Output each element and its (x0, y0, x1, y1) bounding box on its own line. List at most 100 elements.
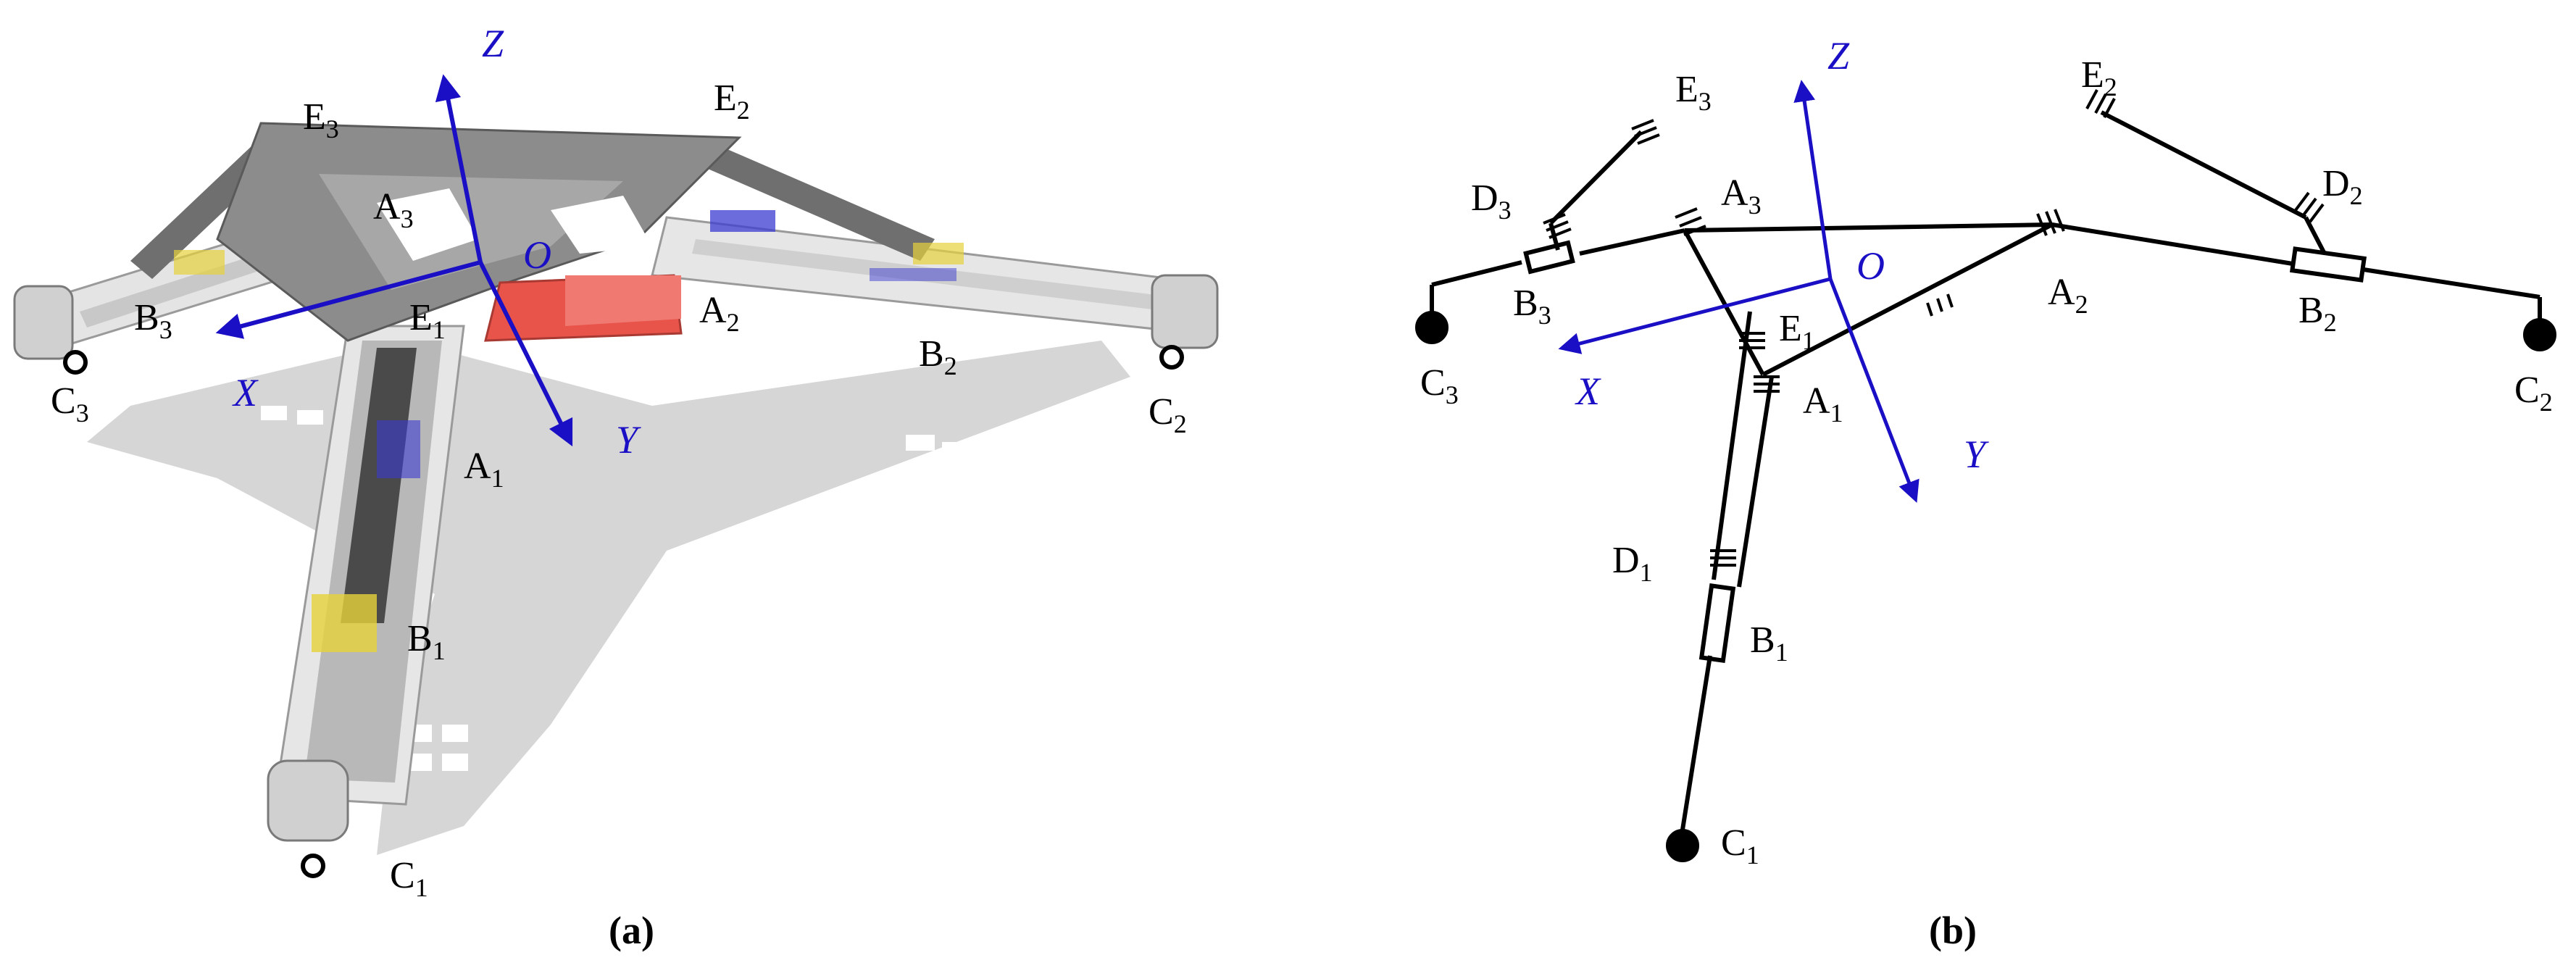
panel-a-label-a2: A2 (699, 290, 740, 337)
prismatic-b3 (1523, 240, 1575, 275)
panel-b-label-a2-base: A (2048, 272, 2075, 313)
panel-a-label-c3-sub: 3 (76, 399, 89, 427)
axis-z-label-b: Z (1827, 34, 1850, 78)
axis-x-label-b: X (1575, 370, 1601, 413)
panel-b-label-b1: B1 (1750, 620, 1788, 667)
link-a3-b3 (1579, 228, 1685, 256)
panel-a-label-c2: C2 (1149, 391, 1187, 438)
panel-a-label-b2-base: B (919, 333, 944, 375)
panel-a-label-a2-sub: 2 (727, 308, 740, 337)
panel-b-label-d2-base: D (2322, 163, 2350, 204)
link-a3-a1 (1683, 229, 1765, 376)
panel-b-label-a3-sub: 3 (1748, 191, 1762, 220)
link-a1-a2 (1762, 222, 2054, 377)
panel-a-label-b3-sub: 3 (159, 315, 172, 344)
axis-z-arrow (435, 74, 483, 263)
panel-a-label-c1: C1 (390, 855, 428, 902)
panel-a-label-a1-sub: 1 (491, 464, 504, 493)
joint-c3-dot (1415, 311, 1449, 344)
panel-b-label-c3: C3 (1420, 362, 1459, 409)
panel-b-label-d1: D1 (1612, 540, 1653, 587)
panel-a-label-a3-base: A (373, 186, 401, 228)
panel-a-label-c1-base: C (390, 855, 415, 896)
arm-1 (267, 325, 465, 842)
hatch-d1 (1710, 549, 1736, 567)
panel-b-label-e3: E3 (1675, 69, 1712, 116)
hatch-a1 (1754, 375, 1780, 393)
joint-c1-dot (1666, 829, 1699, 862)
link-b2-c2 (2363, 267, 2540, 299)
panel-b-label-d3-base: D (1471, 178, 1499, 219)
panel-a-label-e3-base: E (303, 96, 326, 138)
panel-b-label-c3-base: C (1420, 362, 1446, 404)
panel-b-label-b2-sub: 2 (2324, 308, 2337, 337)
prismatic-b1 (1698, 583, 1736, 663)
panel-a-label-e2-base: E (714, 78, 737, 119)
axis-x-arrow (215, 260, 481, 339)
joint-c2-dot (2523, 318, 2556, 351)
panel-b-label-e3-base: E (1675, 69, 1698, 110)
panel-a-label-e2-sub: 2 (737, 96, 750, 125)
panel-b-label-b2-base: B (2298, 290, 2324, 331)
panel-b-label-e2-sub: 2 (2104, 72, 2117, 101)
panel-b-label-d1-sub: 1 (1640, 558, 1653, 587)
panel-b-label-e1-base: E (1779, 308, 1802, 349)
link-b3-c3 (1431, 260, 1522, 287)
panel-b (1415, 80, 2556, 862)
hatch-a3 (1675, 207, 1706, 236)
panel-b-label-c3-sub: 3 (1446, 380, 1459, 409)
origin-label-b: O (1856, 244, 1885, 288)
panel-a-label-c2-base: C (1149, 391, 1174, 433)
panel-b-label-b1-base: B (1750, 620, 1775, 661)
panel-b-label-d3: D3 (1471, 178, 1512, 225)
panel-a-label-b1-sub: 1 (433, 636, 446, 665)
joint-c2-marker (1159, 345, 1184, 370)
axis-x-label: X (232, 371, 259, 414)
hatch-d2 (2294, 191, 2325, 223)
panel-b-label-a1-sub: 1 (1830, 399, 1843, 427)
link-a3-a2 (1684, 222, 2053, 233)
panel-b-label-a1: A1 (1803, 380, 1843, 427)
panel-a-label-e3: E3 (303, 96, 339, 143)
panel-b-label-d2-sub: 2 (2350, 181, 2363, 210)
panel-b-label-c1-base: C (1721, 822, 1746, 864)
panel-b-label-a3: A3 (1721, 172, 1762, 220)
axis-z-arrow-b (1793, 80, 1833, 280)
panel-a-label-e3-sub: 3 (326, 114, 339, 143)
hatch-a2 (2036, 209, 2065, 236)
panel-b-label-b1-sub: 1 (1775, 638, 1788, 667)
panel-a-label-c2-sub: 2 (1174, 409, 1187, 438)
arm-2 (651, 145, 1219, 349)
panel-b-label-a1-base: A (1803, 380, 1830, 422)
panel-b-label-a3-base: A (1721, 172, 1748, 214)
axis-x-arrow-b (1558, 277, 1831, 354)
panel-b-label-a2: A2 (2048, 272, 2088, 319)
hatch-d3 (1543, 213, 1572, 239)
panel-a-axes (215, 74, 573, 447)
panel-a-label-a2-base: A (699, 290, 727, 331)
panel-a-label-a3: A3 (373, 186, 414, 233)
panel-b-label-e3-sub: 3 (1698, 87, 1712, 116)
panel-a-label-e1-base: E (409, 297, 433, 338)
panel-b-label-b3-sub: 3 (1538, 301, 1551, 330)
prismatic-b2 (2289, 246, 2367, 283)
panel-a-label-e1-sub: 1 (433, 315, 446, 344)
panel-a-label-b1: B1 (407, 618, 446, 665)
panel-b-label-a2-sub: 2 (2075, 290, 2088, 319)
hatch-e2 (2085, 89, 2116, 118)
panel-a-label-b1-base: B (407, 618, 433, 659)
caption-a: (a) (609, 909, 654, 952)
panel-a-label-b3-base: B (134, 297, 159, 338)
link-e2-d2 (2100, 110, 2307, 220)
panel-b-label-b3-base: B (1513, 283, 1538, 324)
link-d2-b2 (2304, 216, 2327, 255)
panel-a-label-a1: A1 (464, 446, 504, 493)
panel-a-label-b3: B3 (134, 297, 172, 344)
link-d3-e3 (1548, 130, 1643, 225)
panel-b-label-c2-sub: 2 (2540, 388, 2553, 417)
panel-a-label-e1: E1 (409, 297, 446, 344)
hatch-e3 (1631, 119, 1660, 145)
